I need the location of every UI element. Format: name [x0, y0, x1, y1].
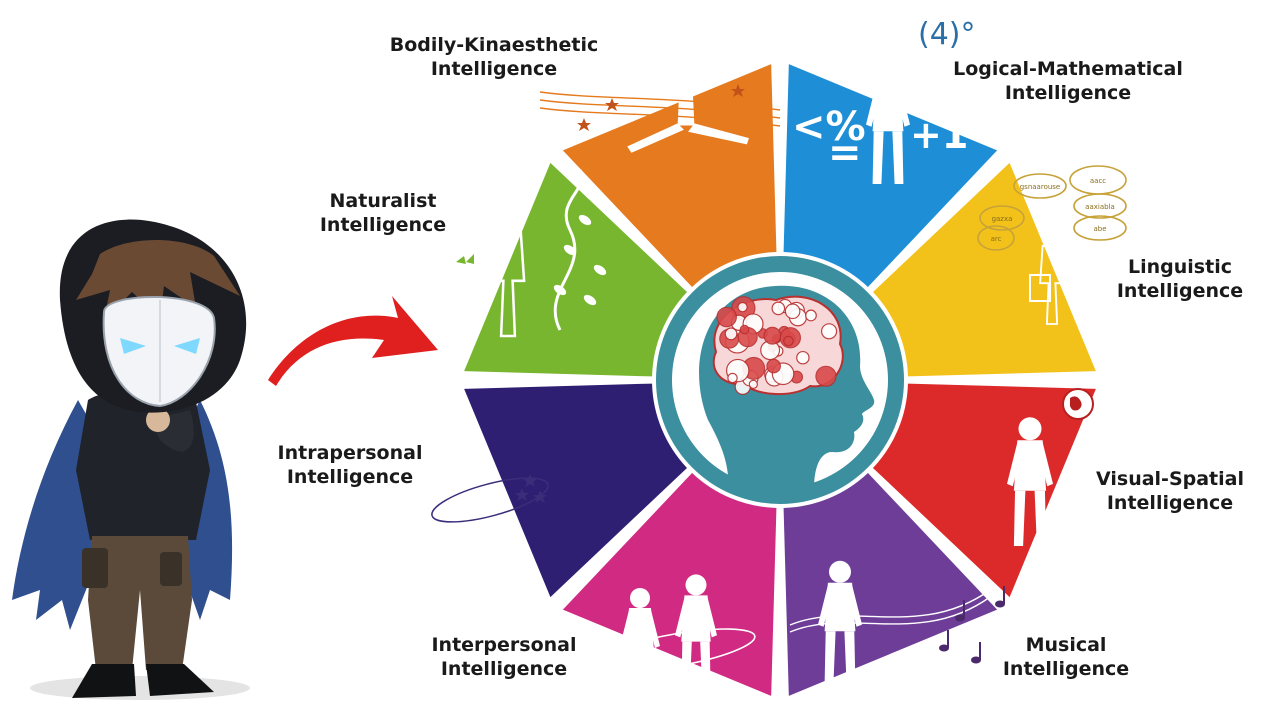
person-left-icon — [620, 588, 660, 700]
star-icon — [523, 474, 537, 487]
segment-musical — [783, 473, 998, 696]
hair — [76, 239, 240, 320]
guitar-player-icon — [818, 560, 862, 684]
music-notes-icon — [789, 586, 1005, 664]
segment-intrapersonal — [464, 383, 687, 598]
svg-text:aacc: aacc — [1090, 177, 1106, 185]
star-icon — [533, 490, 547, 503]
boot-right — [146, 664, 214, 696]
segment-linguistic — [873, 162, 1096, 377]
svg-text:abe: abe — [1093, 225, 1106, 233]
butterfly-icon — [456, 254, 474, 264]
pointer-arrow — [268, 296, 438, 386]
segment-visual — [873, 383, 1096, 598]
hooded-character — [12, 219, 250, 700]
vine-icon — [553, 169, 584, 331]
leaf-icon — [553, 284, 567, 296]
svg-text:arc: arc — [991, 235, 1002, 243]
globe-figure-icon — [1007, 417, 1053, 546]
segment-logical — [783, 64, 998, 287]
leaf-icon — [563, 244, 577, 256]
segment-naturalist — [464, 162, 687, 377]
right-eye-icon — [174, 338, 200, 354]
star-icon — [605, 98, 619, 111]
speech-bubble: aacc — [1069, 165, 1127, 195]
naturalist-person-icon — [490, 205, 526, 338]
motion-swooshes — [539, 91, 781, 127]
svg-text:<%: <% — [792, 104, 866, 150]
speech-bubble: gazxa — [979, 205, 1025, 231]
star-icon — [577, 118, 591, 131]
star-icon — [731, 84, 745, 97]
speech-bubble: gsnaarouse — [1013, 173, 1067, 199]
speech-bubble: aaxiabla — [1073, 193, 1127, 219]
person-right-icon — [675, 574, 717, 692]
swirl-ring — [431, 477, 549, 523]
leaf-icon — [578, 214, 592, 226]
svg-text:=: = — [828, 130, 862, 176]
leg-pouch-right — [160, 552, 182, 586]
left-eye-icon — [120, 338, 146, 354]
reflecting-person-icon — [461, 459, 495, 586]
ground-shadow — [30, 676, 250, 700]
svg-text:gsnaarouse: gsnaarouse — [1020, 183, 1061, 191]
boot-left — [72, 664, 136, 698]
book-icon — [1029, 274, 1051, 302]
orbit-ring — [596, 628, 756, 672]
leaf-icon — [583, 294, 597, 306]
svg-text:gazxa: gazxa — [992, 215, 1013, 223]
math-thinker-icon — [866, 60, 910, 184]
wheel — [464, 64, 1096, 696]
segment-interpersonal — [562, 473, 777, 696]
math-symbols: (4)° <%= +1 — [792, 17, 976, 176]
svg-text:aaxiabla: aaxiabla — [1085, 203, 1115, 211]
red-arrow-icon — [268, 296, 438, 386]
leaping-figure-icon — [627, 45, 749, 153]
segment-figures: (4)° <%= +1 gsnaarouse aacc aaxiabla gazxa abe a… — [431, 17, 1127, 700]
leg-pouch — [82, 548, 108, 588]
svg-text:(4)°: (4)° — [918, 17, 976, 52]
hand — [146, 408, 170, 432]
speech-bubble: abe — [1073, 215, 1127, 241]
mask-icon — [102, 295, 216, 408]
svg-text:+1: +1 — [910, 113, 968, 157]
central-hub — [656, 256, 904, 504]
speaking-person-icon — [1039, 227, 1065, 325]
speech-bubble: arc — [977, 225, 1015, 251]
leaf-icon — [593, 264, 607, 276]
star-icon — [515, 488, 529, 501]
